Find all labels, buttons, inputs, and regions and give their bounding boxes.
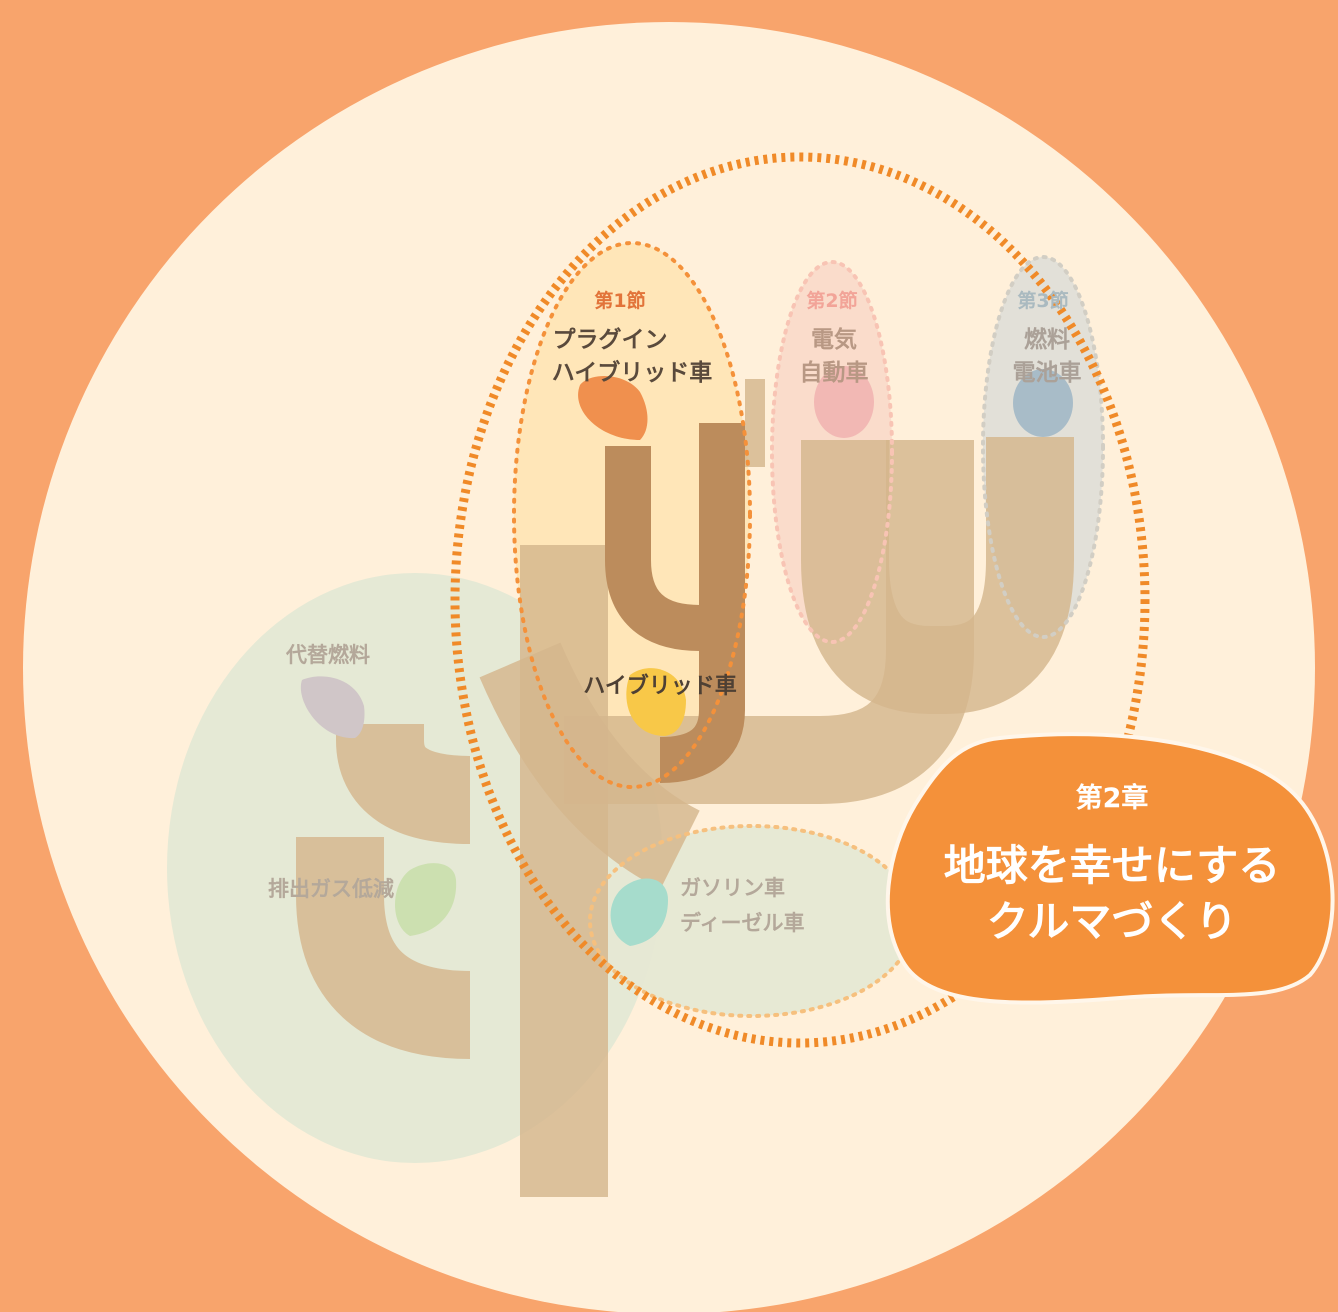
chapter-scope-ring xyxy=(450,152,1150,1048)
leaf-gasoline-icon xyxy=(610,878,668,946)
chapter-badge xyxy=(885,732,1335,1005)
main-branch xyxy=(605,423,745,783)
chapter-title-line2: クルマづくり xyxy=(987,897,1238,946)
leaf-ev-icon xyxy=(814,366,874,438)
section-3-label-line2: 電池車 xyxy=(1013,360,1082,386)
section-3-number: 第3節 xyxy=(1017,289,1068,312)
chapter-title-line1: 地球を幸せにする xyxy=(944,841,1280,890)
gasoline-label-line1: ガソリン車 xyxy=(680,876,785,900)
section-1-number: 第1節 xyxy=(594,289,645,312)
leaf-alt-fuel-icon xyxy=(300,676,365,739)
leaf-hybrid-icon xyxy=(626,668,686,736)
section-2-label-line2: 自動車 xyxy=(800,359,869,386)
section-3-label-line1: 燃料 xyxy=(1024,326,1070,353)
section-2-number: 第2節 xyxy=(806,289,857,312)
hybrid-label: ハイブリッド車 xyxy=(583,673,737,699)
section-1-label-line2: ハイブリッド車 xyxy=(552,359,713,386)
gasoline-label-line2: ディーゼル車 xyxy=(680,911,805,935)
leaf-fcv-icon xyxy=(1013,369,1073,437)
chapter-number: 第2章 xyxy=(1076,782,1149,814)
gasoline-zone xyxy=(590,826,914,1016)
emission-label: 排出ガス低減 xyxy=(268,877,394,901)
alt-fuel-label: 代替燃料 xyxy=(285,643,370,667)
section-2-label-line1: 電気 xyxy=(811,326,857,353)
leaves xyxy=(300,366,1073,946)
ev-outline xyxy=(770,260,894,644)
tree-trunk-branches xyxy=(296,379,1074,1197)
phev-outline xyxy=(512,241,752,789)
fcv-outline xyxy=(981,255,1105,639)
leaf-emission-icon xyxy=(395,863,457,936)
leaf-phev-icon xyxy=(578,375,648,440)
section-1-label-line1: プラグイン xyxy=(553,326,668,353)
